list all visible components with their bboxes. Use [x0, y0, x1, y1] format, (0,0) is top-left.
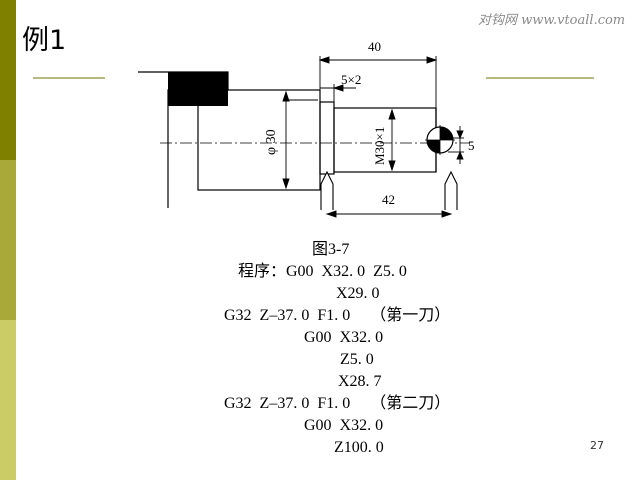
dim-end-gap-arrow-top [456, 130, 464, 140]
page-number: 27 [590, 439, 604, 452]
program-line-9: Z100. 0 [334, 439, 384, 456]
dim-thread-arrow-bottom [388, 160, 396, 172]
dim-total-label: 40 [368, 39, 381, 54]
start-point-fill-a [440, 127, 453, 140]
figure-label: 图3-7 [312, 241, 350, 258]
header-rule-left [33, 77, 105, 79]
dim-diameter-label: φ 30 [264, 129, 279, 155]
program-line-6: X28. 7 [338, 373, 382, 390]
program-line-1: 程序：G00 X32. 0 Z5. 0 [238, 263, 407, 280]
dim-thread-label: M30×1 [372, 127, 387, 165]
program-line-3: G32 Z–37. 0 F1. 0 （第一刀） [224, 307, 451, 324]
program-line-8: G00 X32. 0 [304, 417, 384, 434]
program-line-5: Z5. 0 [340, 351, 374, 368]
part-drawing: φ 30 M30×1 40 5×2 5 [138, 39, 475, 218]
dim-diameter-arrow-bottom [282, 178, 290, 190]
dim-thread-length-arrow-left [325, 210, 337, 218]
dim-total-arrow-right [426, 56, 438, 64]
sidebar-stripe-middle [0, 160, 16, 320]
tool-right [444, 170, 458, 210]
sidebar-stripe-top [0, 0, 16, 160]
dim-diameter-arrow-top [282, 90, 290, 102]
tool-left [320, 170, 334, 210]
dim-groove-arrow [332, 84, 344, 92]
dim-end-gap-arrow-bottom [456, 150, 464, 160]
groove-neck [319, 101, 335, 175]
dim-thread-arrow-top [388, 108, 396, 120]
dim-total-arrow-left [318, 56, 330, 64]
watermark: 对钩网 www.vtoall.com [478, 13, 626, 28]
dim-thread-length-arrow-right [441, 210, 453, 218]
header-rule-right [486, 77, 594, 79]
program-line-7: G32 Z–37. 0 F1. 0 （第二刀） [224, 395, 451, 412]
dim-end-gap-label: 5 [468, 138, 475, 153]
dim-groove-label: 5×2 [341, 72, 361, 87]
slide-title: 例1 [22, 25, 67, 56]
program-line-2: X29. 0 [336, 285, 380, 302]
chuck-jaw [168, 72, 228, 106]
sidebar-stripe-bottom [0, 320, 16, 480]
program-line-4: G00 X32. 0 [304, 329, 384, 346]
start-point-fill-b [427, 140, 440, 153]
dim-thread-length-label: 42 [382, 192, 395, 207]
